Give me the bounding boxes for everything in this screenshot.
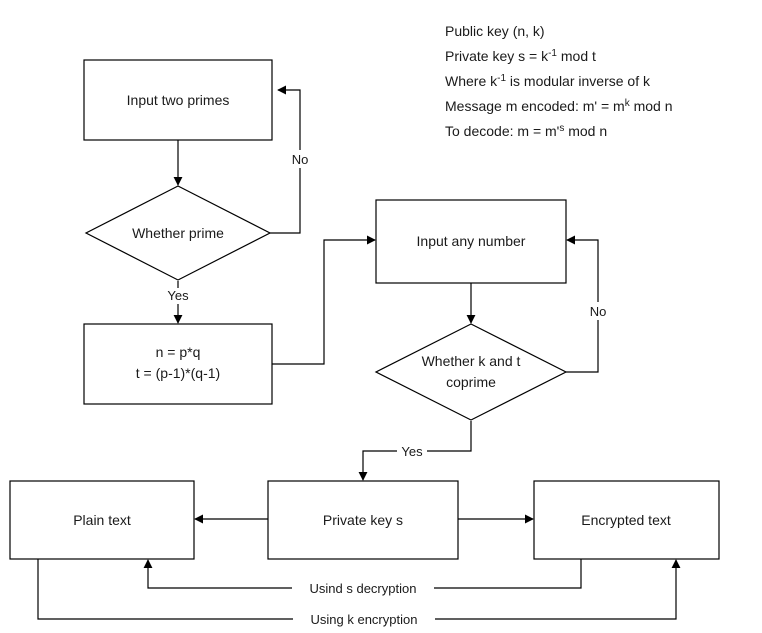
node-compute-n-t: n = p*q t = (p-1)*(q-1) — [83, 323, 273, 405]
node-plain-text-label: Plain text — [73, 512, 131, 528]
node-encrypted-text-label: Encrypted text — [581, 512, 671, 528]
node-whether-coprime-line2: coprime — [446, 374, 496, 390]
arrow-compute-to-input-number — [272, 235, 376, 365]
note-modular-inverse: Where k-1 is modular inverse of k — [445, 73, 651, 90]
node-plain-text: Plain text — [9, 480, 195, 560]
edge-label-prime-yes: Yes — [167, 288, 189, 303]
node-private-key-label: Private key s — [323, 512, 403, 528]
note-encode: Message m encoded: m' = mk mod n — [445, 98, 673, 115]
edge-label-decryption: Usind s decryption — [310, 581, 417, 596]
node-input-any-number-label: Input any number — [417, 233, 526, 249]
node-compute-t-line: t = (p-1)*(q-1) — [136, 365, 220, 381]
edge-label-prime-no: No — [292, 152, 309, 167]
note-decode: To decode: m = m's mod n — [445, 123, 607, 140]
note-public-key: Public key (n, k) — [445, 23, 545, 39]
node-input-two-primes-label: Input two primes — [127, 92, 230, 108]
node-whether-coprime: Whether k and t coprime — [374, 323, 568, 421]
node-encrypted-text: Encrypted text — [533, 480, 720, 560]
node-input-two-primes: Input two primes — [83, 59, 273, 141]
edge-label-coprime-no: No — [590, 304, 607, 319]
node-compute-n-line: n = p*q — [156, 344, 201, 360]
node-private-key: Private key s — [267, 480, 459, 560]
node-whether-coprime-line1: Whether k and t — [422, 353, 521, 369]
node-input-any-number: Input any number — [375, 199, 567, 284]
node-whether-prime-label: Whether prime — [132, 225, 224, 241]
edge-label-encryption: Using k encryption — [311, 612, 418, 627]
node-whether-prime: Whether prime — [84, 185, 272, 281]
rsa-notes: Public key (n, k) Private key s = k-1 mo… — [445, 23, 673, 139]
edge-label-coprime-yes: Yes — [401, 444, 423, 459]
note-private-key: Private key s = k-1 mod t — [445, 48, 596, 65]
